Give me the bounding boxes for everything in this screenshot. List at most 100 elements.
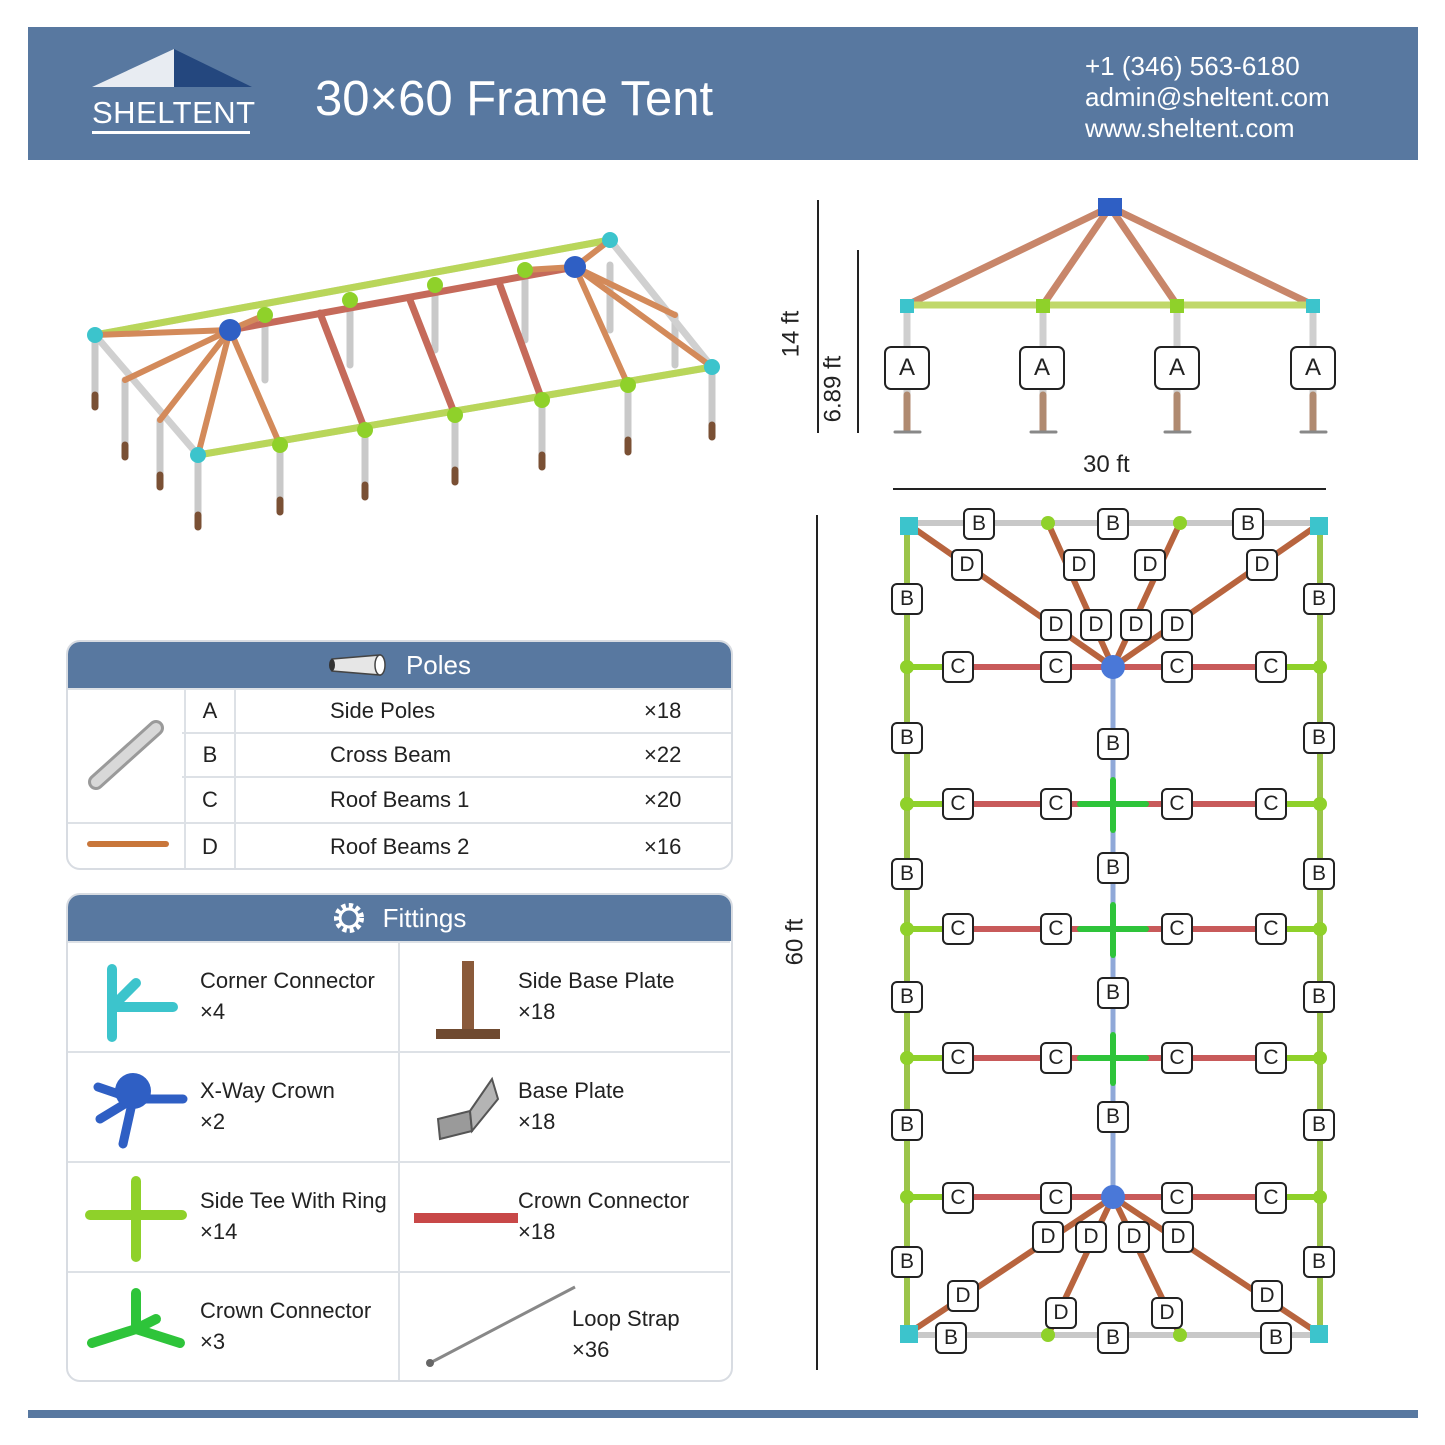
label-roof-beam-1: C [1255,788,1287,820]
side-base-plate-icon [436,961,500,1039]
label-roof-beam-2: D [1251,1280,1283,1312]
plan-view [900,516,1328,1343]
label-roof-beam-2: D [947,1280,979,1312]
fittings-table: Fittings Corner Connector ×4 Side Base P… [66,893,733,1382]
contact-block: +1 (346) 563-6180 admin@sheltent.com www… [1085,51,1330,144]
label-roof-beam-2: D [1075,1221,1107,1253]
label-roof-beam-1: C [942,1042,974,1074]
fitting-name: Crown Connector [518,1188,690,1213]
label-cross-beam: B [891,981,923,1013]
roof-beam-icon [87,841,169,847]
label-roof-beam-1: C [942,788,974,820]
label-cross-beam: B [891,722,923,754]
fitting-item: Side Base Plate ×18 [400,941,730,1051]
label-cross-beam: B [1303,1109,1335,1141]
fitting-name: X-Way Crown [200,1078,335,1103]
pole-name: Roof Beams 2 [330,834,470,859]
length-dimension-line [816,515,818,1370]
tent-3d-view [87,232,720,531]
label-side-pole: A [1154,346,1200,390]
fitting-count: ×18 [518,1109,556,1134]
contact-website[interactable]: www.sheltent.com [1085,113,1295,143]
label-cross-beam: B [891,1109,923,1141]
fitting-item: Base Plate ×18 [400,1051,730,1161]
label-roof-beam-1: C [1040,651,1072,683]
label-roof-beam-1: C [1161,1182,1193,1214]
fittings-title: Fittings [382,902,467,933]
fitting-label: Corner Connector ×4 [200,965,375,1027]
label-cross-beam: B [1097,728,1129,760]
label-roof-beam-2: D [1162,1221,1194,1253]
fitting-label: Base Plate ×18 [518,1075,624,1137]
label-roof-beam-2: D [1040,609,1072,641]
label-cross-beam: B [891,1246,923,1278]
fitting-name: Loop Strap [572,1306,680,1331]
label-cross-beam: B [1303,722,1335,754]
label-cross-beam: B [1303,981,1335,1013]
label-cross-beam: B [1097,852,1129,884]
footer-bar [28,1410,1418,1418]
poles-table: Poles A Side Poles ×18 B Cross Beam ×22 … [66,640,733,870]
pole-image-cell [68,688,182,822]
fitting-count: ×18 [518,1219,556,1244]
pole-name: Side Poles [330,698,436,723]
label-roof-beam-1: C [1040,1042,1072,1074]
label-roof-beam-2: D [951,549,983,581]
label-cross-beam: B [891,583,923,615]
pole-count: ×22 [644,742,682,767]
brand-name: SHELTENT [92,95,256,130]
fitting-item: Crown Connector ×18 [400,1161,730,1271]
fitting-label: X-Way Crown ×2 [200,1075,335,1137]
label-cross-beam: B [1232,508,1264,540]
contact-email[interactable]: admin@sheltent.com [1085,82,1330,112]
label-roof-beam-1: C [1255,651,1287,683]
label-cross-beam: B [891,858,923,890]
fitting-name: Side Base Plate [518,968,675,993]
label-cross-beam: B [1303,583,1335,615]
label-roof-beam-1: C [1161,913,1193,945]
label-roof-beam-2: D [1246,549,1278,581]
fitting-label: Crown Connector ×18 [518,1185,689,1247]
fitting-name: Corner Connector [200,968,375,993]
fitting-item: Corner Connector ×4 [68,941,400,1051]
poles-header: Poles [68,642,731,688]
fittings-header: Fittings [68,895,731,941]
dimension-length: 60 ft [781,918,809,966]
fitting-name: Crown Connector [200,1298,372,1323]
label-roof-beam-2: D [1045,1297,1077,1329]
table-row: B Cross Beam ×22 [68,732,731,776]
fitting-name: Side Tee With Ring [200,1188,387,1213]
fitting-count: ×2 [200,1109,226,1134]
label-cross-beam: B [1097,1322,1129,1354]
label-roof-beam-2: D [1118,1221,1150,1253]
pole-count: ×18 [644,698,682,723]
dimension-height-total: 14 ft [777,310,805,358]
base-plate-icon [436,1076,500,1141]
crown-connector-bar-icon [414,1213,518,1223]
fitting-count: ×14 [200,1219,238,1244]
pole-letter: B [184,734,236,776]
pole-letter: C [184,778,236,822]
brand-underline [92,131,250,134]
contact-phone[interactable]: +1 (346) 563-6180 [1085,51,1300,81]
fitting-item: X-Way Crown ×2 [68,1051,400,1161]
pole-letter: D [184,824,236,868]
label-roof-beam-2: D [1161,609,1193,641]
label-cross-beam: B [1097,1101,1129,1133]
pole-letter: A [184,690,236,732]
label-roof-beam-1: C [1255,1042,1287,1074]
dimension-width: 30 ft [1083,451,1130,478]
label-roof-beam-1: C [1161,788,1193,820]
label-roof-beam-1: C [1040,788,1072,820]
fitting-count: ×4 [200,999,226,1024]
fitting-label: Crown Connector ×3 [200,1295,371,1357]
label-cross-beam: B [935,1322,967,1354]
loop-strap-icon [426,1285,576,1367]
fitting-count: ×18 [518,999,556,1024]
gear-icon [333,903,364,933]
fitting-item: Loop Strap ×36 [400,1271,730,1380]
pole-name: Roof Beams 1 [330,787,470,812]
side-elevation-view [817,198,1328,434]
sheltent-logo-icon [92,49,252,87]
fitting-count: ×36 [572,1337,610,1362]
